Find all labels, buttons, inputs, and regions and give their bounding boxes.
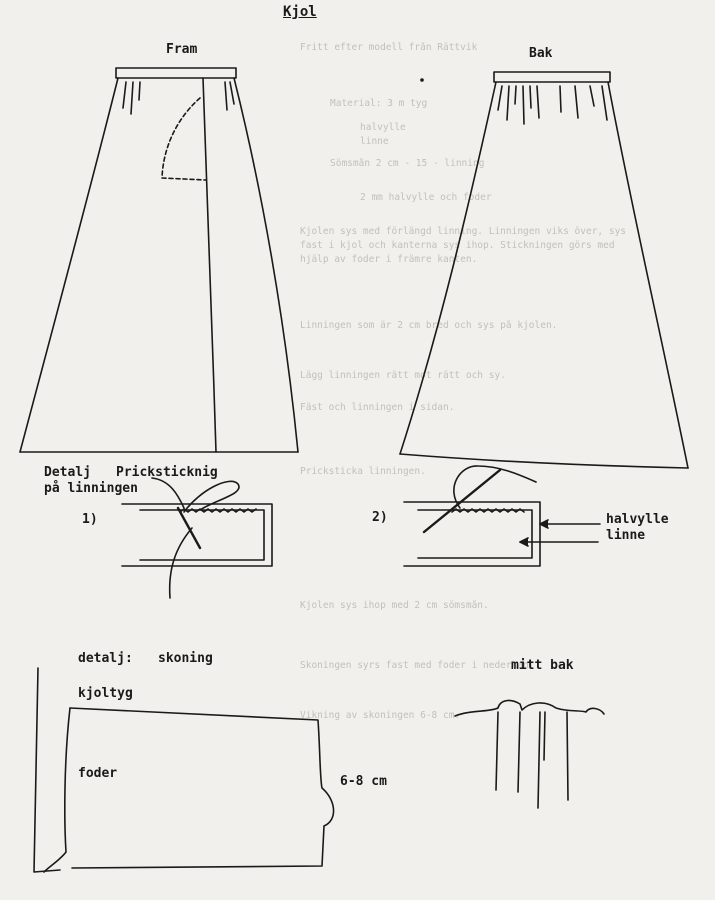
back-right-side [607, 81, 689, 469]
back-waistband [493, 71, 611, 83]
pocket-dashed [161, 97, 207, 181]
step-2-label: 2) [372, 510, 388, 525]
outer-fabric-label: kjoltyg [78, 686, 133, 701]
show-through-line: Lägg linningen rätt mot rätt och sy. [300, 370, 506, 381]
front-right-side [233, 77, 299, 453]
band-inner [417, 509, 533, 559]
show-through-line: Material: 3 m tyg [330, 98, 428, 109]
mitt-bak-detail [454, 699, 605, 809]
show-through-line: 2 mm halvylle och foder [360, 192, 492, 203]
lining-fold [43, 707, 71, 873]
show-through-line: Fäst och linningen i sidan. [300, 402, 455, 413]
needle [422, 468, 502, 534]
band-outer [403, 501, 541, 567]
lining-label: foder [78, 766, 118, 781]
front-overlap-edge [202, 77, 217, 453]
front-left-side [19, 77, 119, 453]
show-through-line: Linningen som är 2 cm bred och sys på kj… [300, 320, 558, 331]
label-leader [151, 477, 185, 509]
back-hem [399, 453, 689, 469]
front-view-label: Fram [166, 42, 198, 57]
show-through-line: Vikning av skoningen 6-8 cm. [300, 710, 461, 721]
show-through-line: hjälp av foder i främre kanten. [300, 254, 478, 265]
front-gathers [122, 81, 235, 115]
show-through-line: Sömsmån 2 cm - 15 - linning [330, 158, 485, 169]
thread-loop [453, 465, 537, 509]
back-left-side [399, 81, 497, 455]
page-title: Kjol [283, 4, 317, 20]
lining-panel [69, 707, 335, 869]
back-gathers [497, 85, 608, 125]
thread-tail [168, 527, 193, 599]
prick-stitches [179, 508, 257, 513]
back-center-label: mitt bak [511, 658, 574, 673]
needle [176, 506, 202, 550]
band-inner [139, 509, 265, 561]
thread-loop [183, 480, 240, 513]
linning-detail-heading: Detalj [44, 465, 91, 480]
prick-stitches [451, 508, 525, 513]
front-waistband [115, 67, 237, 79]
hem-detail-name: skoning [158, 651, 213, 666]
show-through-line: fast i kjol och kanterna sys ihop. Stick… [300, 240, 615, 251]
step-1-label: 1) [82, 512, 98, 527]
material-outer-label: halvylle [606, 512, 669, 527]
hem-detail [33, 667, 335, 873]
show-through-line: linne [360, 136, 389, 147]
hem-measure-label: 6-8 cm [340, 774, 387, 789]
back-skirt [399, 71, 689, 469]
back-view-label: Bak [529, 46, 553, 61]
show-through-line: Pricksticka linningen. [300, 466, 426, 477]
show-through-line: halvylle [360, 122, 406, 133]
hem-detail-heading: detalj: [78, 651, 133, 666]
show-through-line: Skoningen syrs fast med foder i nederkan… [300, 660, 541, 671]
band-outer [121, 503, 273, 567]
stitch-label-line2: på linningen [44, 481, 138, 496]
stitch-label: Pricksticknig [116, 465, 218, 480]
linning-detail-2 [403, 465, 601, 567]
linning-detail-1 [121, 477, 273, 599]
waist-pleats [454, 699, 605, 717]
show-through-line: Kjolen sys med förlängd linning. Linning… [300, 226, 627, 237]
skirt-fabric-fold [33, 667, 61, 873]
arrowhead [539, 519, 549, 529]
show-through-line: Kjolen sys ihop med 2 cm sömsmån. [300, 600, 489, 611]
pleat-lines [495, 711, 569, 809]
material-inner-label: linne [606, 528, 646, 543]
show-through-line: Fritt efter modell från Rättvik [300, 42, 478, 53]
front-skirt [19, 67, 299, 453]
ink-dot [420, 78, 424, 82]
arrowhead [519, 537, 529, 547]
